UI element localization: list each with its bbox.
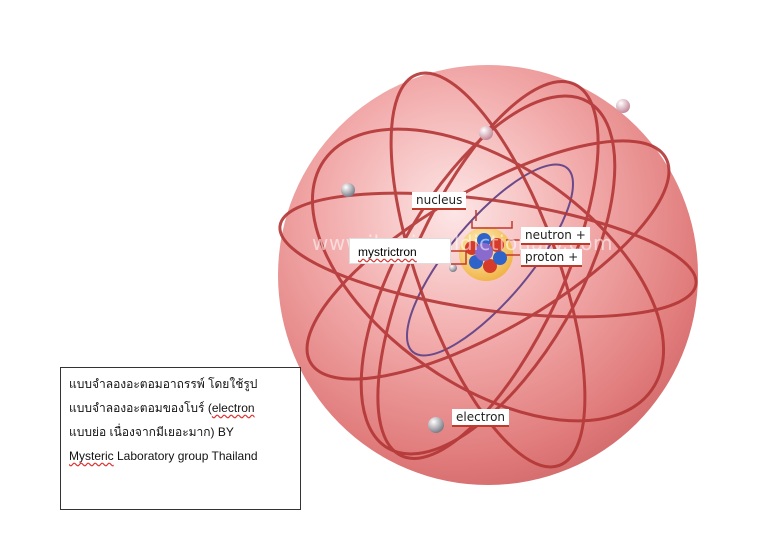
caption-line-1: แบบจำลองอะตอมอาถรรพ์ โดยใช้รูป (69, 377, 258, 391)
electron-ball (616, 99, 630, 113)
caption-line-3: แบบย่อ เนื่องจากมีเยอะมาก) BY (69, 425, 234, 439)
caption-line-4-mysteric: Mysteric (69, 449, 114, 463)
caption-line-2-paren: ( (204, 401, 212, 415)
inner-orbit (406, 163, 574, 357)
callout-lines (451, 210, 520, 265)
caption-line-2: แบบจำลองอะตอมของโบร์ (electron (69, 401, 292, 415)
nucleus-label: nucleus (412, 192, 467, 210)
caption-line-4: Mysteric Laboratory group Thailand (69, 449, 292, 463)
nucleus-cluster (459, 227, 513, 281)
electron-ball (479, 126, 493, 140)
electron-ball (428, 417, 444, 433)
electron-ball (449, 264, 457, 272)
mystrictron-textbox[interactable]: mystrictron (349, 238, 451, 264)
electron-label: electron (452, 409, 510, 427)
caption-line-2-electron: electron (211, 401, 255, 415)
caption-line-2-thai: แบบจำลองอะตอมของโบร์ (69, 401, 205, 415)
proton-label: proton + (521, 249, 583, 267)
caption-line-4-rest: Laboratory group Thailand (113, 449, 258, 463)
neutron-label: neutron + (521, 227, 590, 245)
mystrictron-text: mystrictron (358, 245, 417, 259)
caption-textbox[interactable]: แบบจำลองอะตอมอาถรรพ์ โดยใช้รูป แบบจำลองอ… (60, 367, 301, 510)
electron-ball (341, 183, 355, 197)
